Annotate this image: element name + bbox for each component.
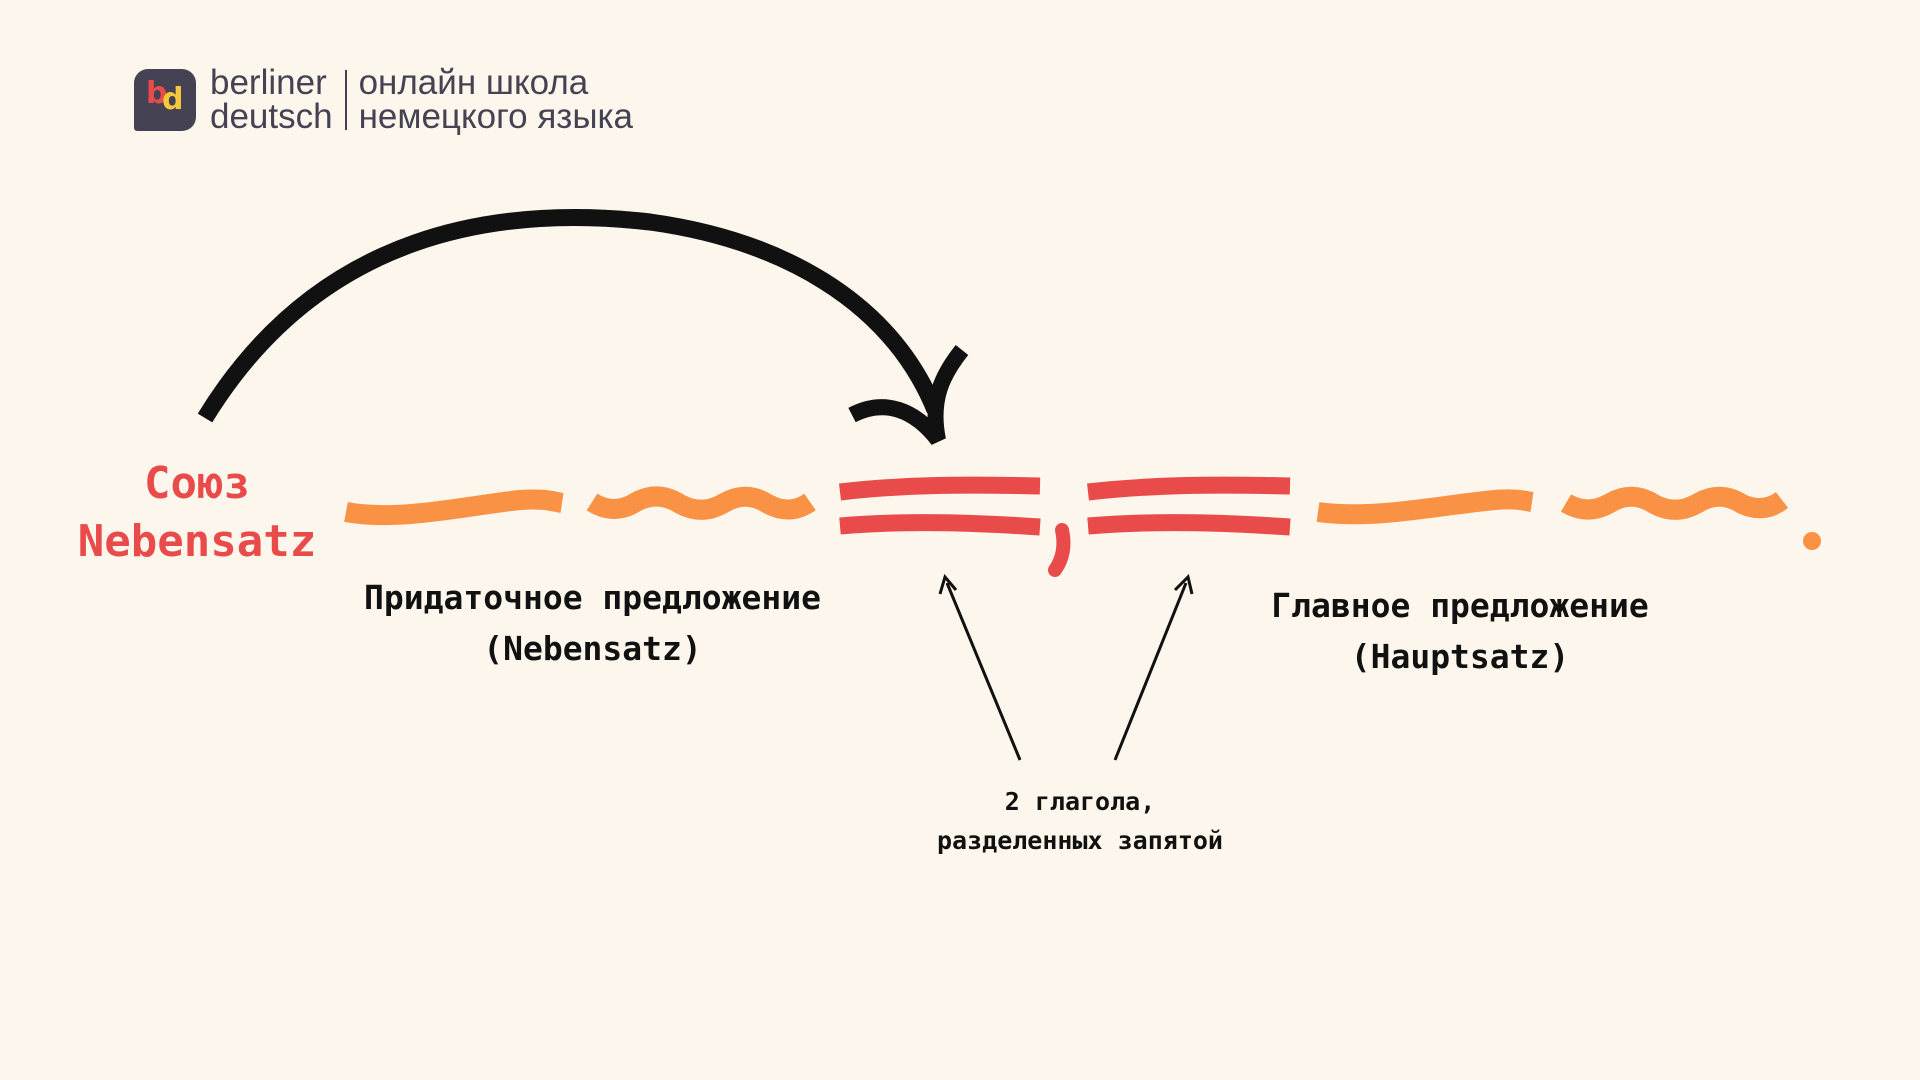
subordinate-object-wavy-line	[586, 486, 816, 520]
logo-tagline-line-1: онлайн школа	[358, 63, 589, 102]
main-subject-line	[1316, 489, 1534, 525]
arrowhead-icon	[848, 345, 969, 446]
verbs-note-line-1: 2 глагола,	[1004, 787, 1156, 816]
logo-wordmark-line-2: deutsch	[210, 97, 333, 136]
logo-divider	[344, 70, 347, 130]
period-dot	[1803, 532, 1821, 550]
main-clause-title: Главное предложение	[1271, 586, 1649, 625]
verb-pointer-arrows	[938, 573, 1194, 761]
logo-letter-d: d	[162, 82, 184, 117]
verbs-note: 2 глагола, разделенных запятой	[900, 782, 1260, 860]
conjunction-move-arrow	[197, 209, 943, 423]
verbs-note-line-2: разделенных запятой	[937, 826, 1223, 855]
subordinate-verbs-double-line	[839, 476, 1041, 536]
subordinate-clause-label: Придаточное предложение (Nebensatz)	[320, 572, 865, 674]
logo-tagline-line-2: немецкого языка	[358, 97, 634, 136]
subordinate-clause-title: Придаточное предложение	[364, 578, 821, 617]
logo-wordmark-line-1: berliner	[210, 63, 327, 102]
comma-mark	[1048, 523, 1071, 577]
main-clause-label: Главное предложение (Hauptsatz)	[1230, 580, 1690, 682]
logo-letter-b: b	[146, 76, 168, 111]
logo-wordmark: berliner deutsch	[210, 63, 333, 136]
bd-logo-icon: b d	[134, 69, 196, 131]
subordinate-subject-line	[344, 489, 564, 526]
main-object-wavy-line	[1560, 486, 1789, 520]
main-verbs-double-line	[1087, 476, 1291, 536]
logo-tagline: онлайн школа немецкого языка	[358, 63, 634, 136]
subordinate-clause-german: (Nebensatz)	[483, 629, 702, 668]
main-clause-german: (Hauptsatz)	[1350, 637, 1570, 676]
conjunction-label: Союз Nebensatz	[62, 455, 332, 571]
berliner-deutsch-logo: b d berliner deutsch онлайн школа немецк…	[134, 63, 634, 136]
conjunction-label-line-1: Союз	[144, 458, 250, 509]
conjunction-label-line-2: Nebensatz	[77, 516, 317, 567]
